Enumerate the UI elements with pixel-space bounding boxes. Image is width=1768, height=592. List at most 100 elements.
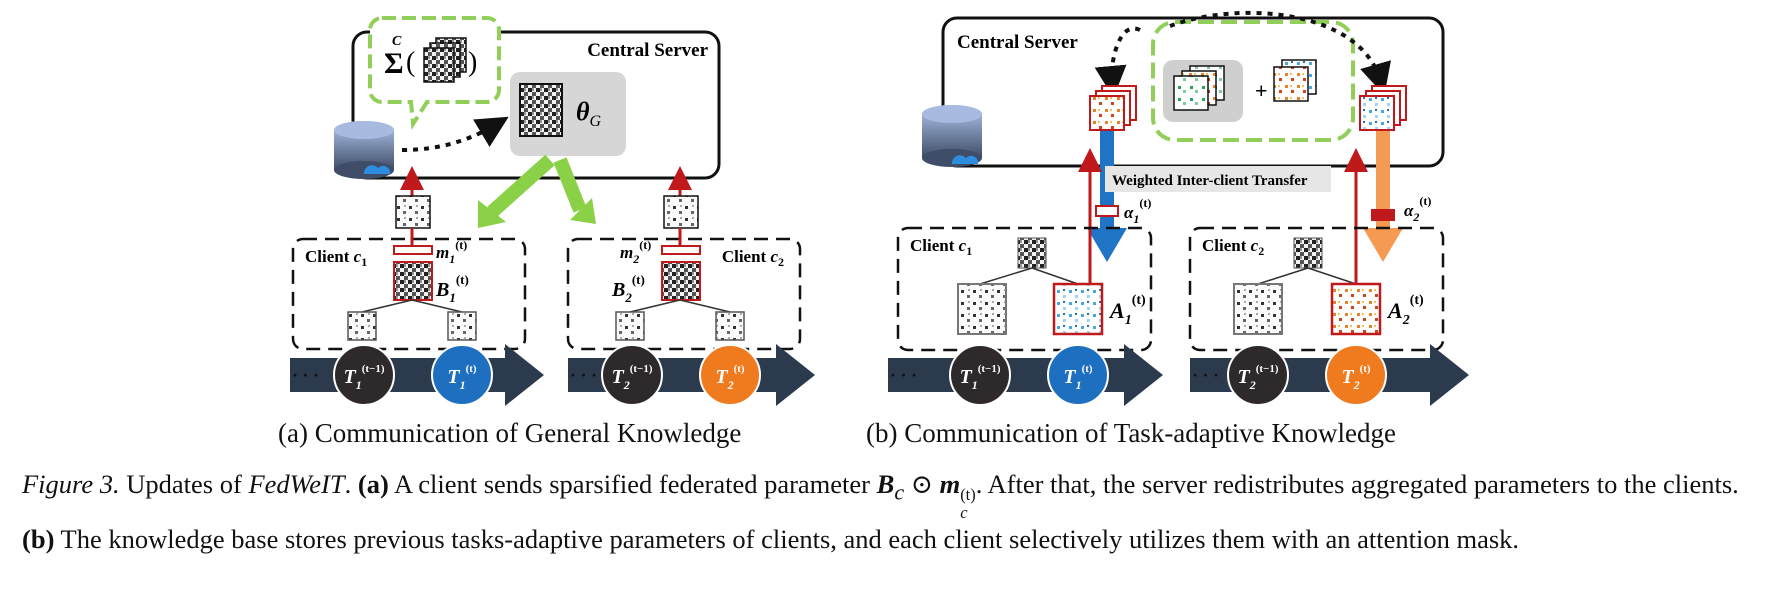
caption-text: .: [344, 469, 358, 499]
client-box-b1: [896, 226, 1153, 352]
transfer-arrow-head-c2: [1363, 228, 1403, 262]
tree-edge: [629, 299, 681, 313]
base-param-icon: [393, 261, 433, 301]
task-prev-label: T2(t−1): [612, 363, 653, 392]
task-current-label: T1(t): [1063, 363, 1093, 392]
math-m-sub: c: [960, 502, 968, 522]
caption-text: Updates of: [119, 469, 249, 499]
sum-superscript: C: [392, 34, 402, 49]
client-label-b1: Client c1: [910, 236, 972, 258]
figure-caption: Figure 3. Updates of FedWeIT. (a) A clie…: [22, 466, 1752, 558]
task-track-a1: [290, 344, 544, 406]
math-B: B: [876, 469, 895, 499]
adaptive-param-current: [1052, 282, 1104, 336]
global-param-icon: [519, 83, 563, 137]
mask-label-a2: m2(t): [620, 238, 651, 266]
adaptive-param-prev: [957, 283, 1007, 335]
tree-edge: [1307, 267, 1357, 285]
caption-a-label: (a): [357, 469, 389, 499]
tree-edge: [1257, 267, 1309, 285]
server-label-a: Central Server: [587, 40, 708, 61]
adaptive-param-prev: [1233, 283, 1283, 335]
task-current-node: [699, 344, 761, 406]
base-label-a1: B1(t): [435, 272, 469, 305]
cloud-icon: [363, 165, 391, 174]
math-B-sub: c: [894, 479, 905, 505]
server-label-b: Central Server: [957, 32, 1078, 53]
client-label-a1: Client c1: [305, 247, 367, 269]
figure-label: Figure 3.: [22, 469, 120, 499]
retrieve-arc-c2: [1169, 10, 1391, 96]
task-current-node: [431, 344, 493, 406]
subfigure-caption-b: (b) Communication of Task-adaptive Knowl…: [866, 418, 1396, 448]
task-param-icon: [715, 311, 745, 341]
math-m-sup: (t): [960, 485, 976, 505]
task-current-node: [1325, 344, 1387, 406]
mask-label-a1: m1(t): [436, 238, 467, 266]
attention-mask-icon: [1371, 209, 1395, 221]
caption-text: . After that, the server redistributes a…: [975, 469, 1739, 499]
paren-close: ): [468, 47, 477, 78]
method-name: FedWeIT: [248, 469, 345, 499]
sum-symbol: Σ: [384, 47, 404, 80]
transfer-label-bg: [1105, 166, 1331, 192]
knowledge-param-icon: [1173, 75, 1209, 111]
task-current-label: T1(t): [447, 363, 477, 392]
figure-diagram: Central Server C Σ ( ) θG Client c1: [290, 10, 1469, 406]
task-prev-node: [601, 344, 663, 406]
task-prev-label: T1(t−1): [960, 363, 1001, 392]
panel-b: Central Server + Weighted I: [888, 10, 1469, 406]
knowledge-param-icon: [1273, 66, 1309, 102]
task-prev-node: [1227, 344, 1289, 406]
plus-sign: +: [1255, 78, 1268, 103]
stacked-param-icon: [423, 47, 455, 83]
adaptive-param-current: [1330, 282, 1382, 336]
client-label-b2: Client c2: [1202, 236, 1264, 258]
task-current-label: T2(t): [715, 363, 745, 392]
task-track-b1: [888, 344, 1163, 406]
caption-text: The knowledge base stores previous tasks…: [54, 523, 1520, 554]
subfigure-caption-a: (a) Communication of General Knowledge: [278, 418, 742, 448]
tree-edge: [361, 299, 413, 313]
client-label-a2: Client c2: [722, 247, 784, 269]
task-prev-label: T2(t−1): [1238, 363, 1279, 392]
sparse-param-icon: [663, 195, 699, 229]
distribute-arrow-head: [478, 200, 506, 228]
client-base-icon: [1017, 237, 1047, 269]
mask-icon: [393, 245, 433, 255]
client-base-icon: [1293, 237, 1323, 269]
task-param-icon: [347, 311, 377, 341]
caption-text: A client sends sparsified federated para…: [388, 469, 877, 499]
client-box-b2: [1188, 226, 1445, 352]
mask-icon: [661, 245, 701, 255]
cloud-icon: [951, 155, 979, 164]
caption-b-label: (b): [22, 523, 55, 554]
task-prev-label: T1(t−1): [344, 363, 385, 392]
server-adaptive-param-c2: [1359, 95, 1395, 131]
task-prev-node: [949, 344, 1011, 406]
tree-edge: [979, 267, 1033, 285]
task-param-icon: [615, 311, 645, 341]
sparse-param-icon: [395, 195, 431, 229]
adapt-label-b2: A2(t): [1386, 293, 1424, 328]
tree-edge: [411, 299, 463, 313]
base-param-icon: [661, 261, 701, 301]
theta-label: θG: [576, 97, 602, 130]
tree-edge: [1031, 267, 1079, 285]
client-box-a1: [291, 237, 527, 351]
base-label-a2: B2(t): [611, 272, 645, 305]
adapt-label-b1: A1(t): [1108, 293, 1146, 328]
ellipsis: · · ·: [570, 365, 597, 385]
ellipsis: · · ·: [1192, 365, 1219, 385]
knowledge-base-box: [1151, 20, 1355, 142]
task-prev-node: [333, 344, 395, 406]
server-adaptive-param-c1: [1089, 95, 1125, 131]
transfer-arrow-head-c1: [1087, 228, 1127, 262]
alpha-label-c1: α1(t): [1124, 196, 1151, 226]
panel-a: Central Server C Σ ( ) θG Client c1: [290, 16, 815, 406]
math-odot: ⊙: [904, 469, 940, 499]
client-box-a2: [566, 237, 802, 351]
distribute-arrow-head: [570, 198, 596, 224]
transfer-label: Weighted Inter-client Transfer: [1112, 173, 1308, 189]
